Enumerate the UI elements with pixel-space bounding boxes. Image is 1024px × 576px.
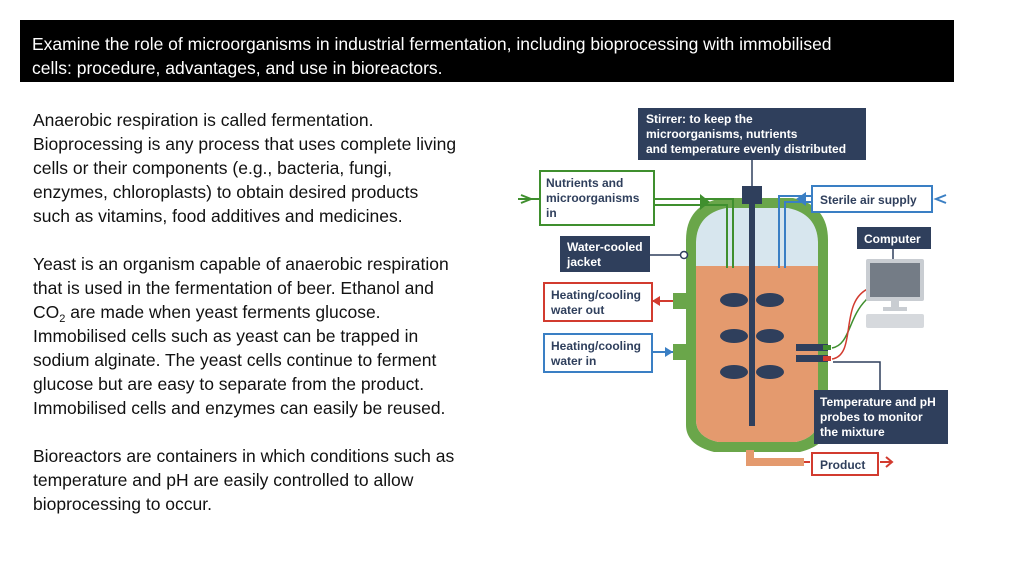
label-probes-line3: the mixture — [820, 425, 885, 439]
jacket-pointer-dot — [679, 250, 689, 260]
text-line: Immobilised cells and enzymes can easily… — [33, 398, 446, 418]
label-stirrer-line3: and temperature evenly distributed — [646, 142, 846, 156]
label-stirrer: Stirrer: to keep the microorganisms, nut… — [638, 108, 866, 160]
label-sterile-air-text: Sterile air supply — [820, 193, 917, 207]
label-stirrer-line1: Stirrer: to keep the — [646, 112, 753, 126]
co2-subscript: 2 — [59, 313, 66, 325]
stirrer-motor — [742, 186, 762, 204]
water-in-arrow-icon — [665, 347, 673, 357]
jacket-port-top — [673, 293, 687, 309]
paragraph-yeast: Yeast is an organism capable of anaerobi… — [33, 252, 523, 420]
text-line: Yeast is an organism capable of anaerobi… — [33, 254, 449, 274]
water-out-arrow-icon — [652, 296, 660, 306]
label-nutrients: Nutrients and microorganisms in — [539, 170, 655, 226]
title-line-1: Examine the role of microorganisms in in… — [32, 34, 832, 54]
title-line-2: cells: procedure, advantages, and use in… — [32, 58, 443, 78]
air-arrow-icon — [796, 192, 806, 206]
co2-rest: are made when yeast ferments glucose. — [65, 302, 381, 322]
sterile-air-arrow-tail-icon — [933, 194, 947, 204]
label-water-out-line2: water out — [550, 303, 604, 317]
text-line-co2: CO2 are made when yeast ferments glucose… — [33, 300, 523, 325]
nutrient-arrow-icon — [700, 194, 710, 210]
nutrient-inlet-pipe-inner — [655, 204, 728, 268]
label-computer-text: Computer — [864, 232, 921, 246]
text-line: Bioreactors are containers in which cond… — [33, 446, 455, 466]
label-water-jacket-line1: Water-cooled — [567, 240, 643, 254]
product-pipe — [746, 450, 804, 466]
text-line: glucose but are easy to separate from th… — [33, 374, 425, 394]
jacket-port-bottom — [673, 344, 687, 360]
text-line: temperature and pH are easily controlled… — [33, 470, 414, 490]
label-water-jacket: Water-cooled jacket — [560, 236, 650, 272]
text-line: sodium alginate. The yeast cells continu… — [33, 350, 437, 370]
slide-title: Examine the role of microorganisms in in… — [20, 20, 954, 82]
label-water-in-line2: water in — [550, 354, 596, 368]
label-stirrer-line2: microorganisms, nutrients — [646, 127, 798, 141]
label-nutrients-line2: microorganisms — [546, 191, 640, 205]
label-product-text: Product — [820, 458, 865, 472]
temperature-probe — [796, 344, 828, 351]
label-water-in-line1: Heating/cooling — [551, 339, 641, 353]
label-probes-line1: Temperature and pH — [820, 395, 936, 409]
product-arrow-icon — [880, 456, 894, 468]
probe-tip-red — [823, 356, 831, 361]
stirrer-shaft — [749, 204, 755, 426]
nutrient-inlet-pipe — [655, 198, 734, 268]
probe-cable-red — [831, 287, 871, 360]
text-line: such as vitamins, food additives and med… — [33, 206, 403, 226]
probe-pointer — [833, 361, 881, 390]
label-sterile-air: Sterile air supply — [811, 185, 933, 213]
computer-icon — [866, 259, 924, 328]
text-line: Anaerobic respiration is called fermenta… — [33, 110, 374, 130]
label-probes: Temperature and pH probes to monitor the… — [814, 390, 948, 444]
text-line: Immobilised cells such as yeast can be t… — [33, 326, 419, 346]
text-line: bioprocessing to occur. — [33, 494, 212, 514]
fermentation-liquid — [696, 266, 818, 442]
text-line: enzymes, chloroplasts) to obtain desired… — [33, 182, 419, 202]
label-nutrients-line1: Nutrients and — [546, 176, 623, 190]
label-nutrients-line3: in — [546, 206, 557, 220]
label-product: Product — [811, 452, 879, 476]
label-water-out-line1: Heating/cooling — [551, 288, 641, 302]
ph-probe — [796, 355, 828, 362]
label-probes-line2: probes to monitor — [820, 410, 923, 424]
probe-tip-green — [823, 345, 831, 350]
label-water-out: Heating/cooling water out — [543, 282, 653, 322]
text-line: Bioprocessing is any process that uses c… — [33, 134, 457, 154]
probe-cable-green — [831, 291, 873, 349]
text-line: that is used in the fermentation of beer… — [33, 278, 434, 298]
paragraph-fermentation: Anaerobic respiration is called fermenta… — [33, 108, 523, 228]
body-text: Anaerobic respiration is called fermenta… — [33, 108, 523, 516]
paragraph-bioreactors: Bioreactors are containers in which cond… — [33, 444, 523, 516]
stirrer-paddles — [720, 293, 784, 379]
co2-text: CO — [33, 302, 60, 322]
label-water-in: Heating/cooling water in — [543, 333, 653, 373]
label-water-jacket-line2: jacket — [566, 255, 601, 269]
text-line: cells or their components (e.g., bacteri… — [33, 158, 392, 178]
label-computer: Computer — [857, 227, 931, 249]
